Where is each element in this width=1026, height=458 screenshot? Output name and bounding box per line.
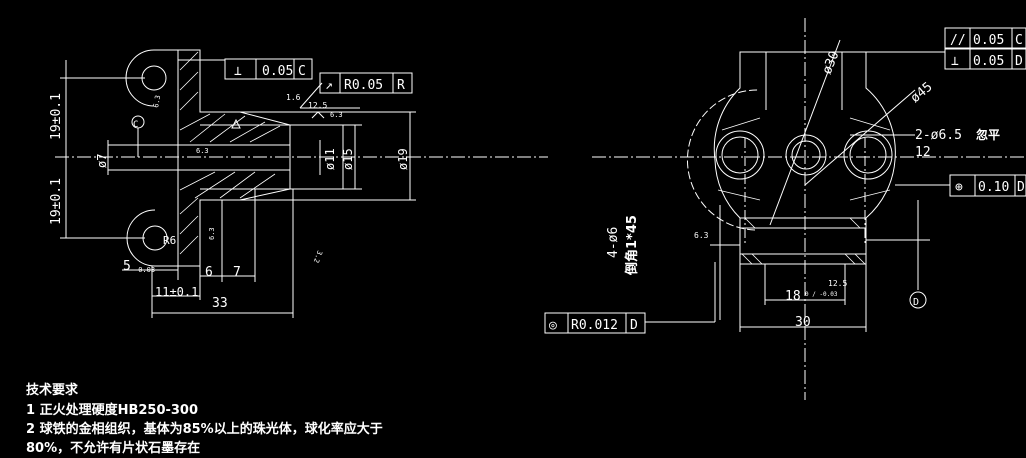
dim-d45: ø45 xyxy=(908,79,936,106)
dim-d19: ø19 xyxy=(396,148,410,170)
right-fcf-position-value: 0.10 xyxy=(978,180,1009,195)
dim-holes-note: 忽平 xyxy=(976,127,1000,142)
left-fcf-perp-frame xyxy=(224,58,313,80)
center-bore-outer xyxy=(785,134,827,176)
dim-11: 11±0.1 xyxy=(155,285,198,299)
right-fcf-perp-symbol: ⊥ xyxy=(951,54,959,69)
dim-7: 7 xyxy=(233,265,241,280)
dim-d11: ø11 xyxy=(323,148,337,170)
dim-chamfer: 倒角1*45 xyxy=(624,215,640,276)
right-fcf-concentric-datum: D xyxy=(630,318,638,333)
left-fcf-perp-datum: C xyxy=(298,64,306,79)
flange-body-outline xyxy=(154,49,344,267)
right-port-inner xyxy=(849,136,887,174)
dim-30: 30 xyxy=(795,315,811,330)
right-fcf-position-frame xyxy=(949,174,1026,197)
right-fcf-parallel-frame xyxy=(944,27,1026,49)
dim-33: 33 xyxy=(212,296,228,311)
right-fcf-parallel-symbol: // xyxy=(950,33,966,48)
dim-2-holes: 2-ø6.5 xyxy=(915,128,962,143)
tech-req-line1: 1 正火处理硬度HB250-300 xyxy=(26,402,198,418)
rough-6-3-b: 6.3 xyxy=(330,111,343,119)
right-fcf-position-datum: D xyxy=(1017,180,1025,195)
section-hatching xyxy=(179,51,281,255)
right-fcf-perp-datum: D xyxy=(1015,54,1023,69)
rough-6-3-d: 6.3 xyxy=(208,227,216,240)
tech-req-title: 技术要求 xyxy=(26,382,79,398)
rough-6-3-a: 6.3 xyxy=(152,94,162,108)
tech-req-line3: 80%，不允许有片状石墨存在 xyxy=(26,440,200,456)
right-fcf-concentric-value: R0.012 xyxy=(571,318,618,333)
dim-18: 18 xyxy=(785,289,801,304)
datum-c-label: C xyxy=(133,120,138,130)
dim-d15: ø15 xyxy=(341,148,355,170)
dim-19-bottom: 19±0.1 xyxy=(49,178,64,225)
dim-depth-12: 12 xyxy=(915,145,931,160)
left-fcf-runout-datum: R xyxy=(397,78,405,93)
right-fcf-parallel-datum: C xyxy=(1015,33,1023,48)
datum-d-label: D xyxy=(913,297,919,308)
dim-5: 5 xyxy=(123,259,131,274)
right-fcf-concentric-frame xyxy=(544,312,646,334)
datum-d-circle xyxy=(909,291,927,309)
dim-r6: R6 xyxy=(163,234,176,247)
tech-req-line2: 2 球铁的金相组织，基体为85%以上的珠光体，球化率应大于 xyxy=(26,421,383,437)
dim-5-tol: -0.03 xyxy=(134,266,155,274)
right-fcf-position-symbol: ⊕ xyxy=(955,180,963,195)
right-fcf-perp-frame xyxy=(944,48,1026,70)
right-port-outer xyxy=(843,130,893,180)
rough-12-5: 12.5 xyxy=(308,101,327,110)
rough-3-2: 3.2 xyxy=(312,249,324,264)
right-fcf-concentric-symbol: ◎ xyxy=(549,318,557,333)
top-lug-hole xyxy=(141,65,167,91)
left-port-outer xyxy=(715,130,765,180)
right-fcf-perp-value: 0.05 xyxy=(973,54,1004,69)
center-bore-inner xyxy=(791,140,821,170)
right-rough-12-5: 12.5 xyxy=(828,279,847,288)
rough-1-6: 1.6 xyxy=(286,93,301,102)
dim-18-tol: 0 / -0.03 xyxy=(805,291,838,298)
left-fcf-runout-symbol: ↗ xyxy=(325,78,333,93)
left-fcf-perp-symbol: ⊥ xyxy=(234,64,242,79)
left-fcf-runout-value: R0.05 xyxy=(344,78,383,93)
rough-6-3-c: 6.3 xyxy=(196,147,209,155)
left-fcf-perp-value: 0.05 xyxy=(262,64,293,79)
dim-d7: ø7 xyxy=(95,154,109,168)
d45-leader xyxy=(804,89,916,186)
dim-d30: ø30 xyxy=(820,49,843,76)
dim-4-holes: 4-ø6 xyxy=(606,227,621,258)
dim-6: 6 xyxy=(205,265,213,280)
left-port-inner xyxy=(721,136,759,174)
left-fcf-runout-frame xyxy=(319,72,413,94)
right-rough-6-3: 6.3 xyxy=(694,231,709,240)
dim-19-top: 19±0.1 xyxy=(49,93,64,140)
d30-leader xyxy=(769,39,841,226)
right-fcf-parallel-value: 0.05 xyxy=(973,33,1004,48)
